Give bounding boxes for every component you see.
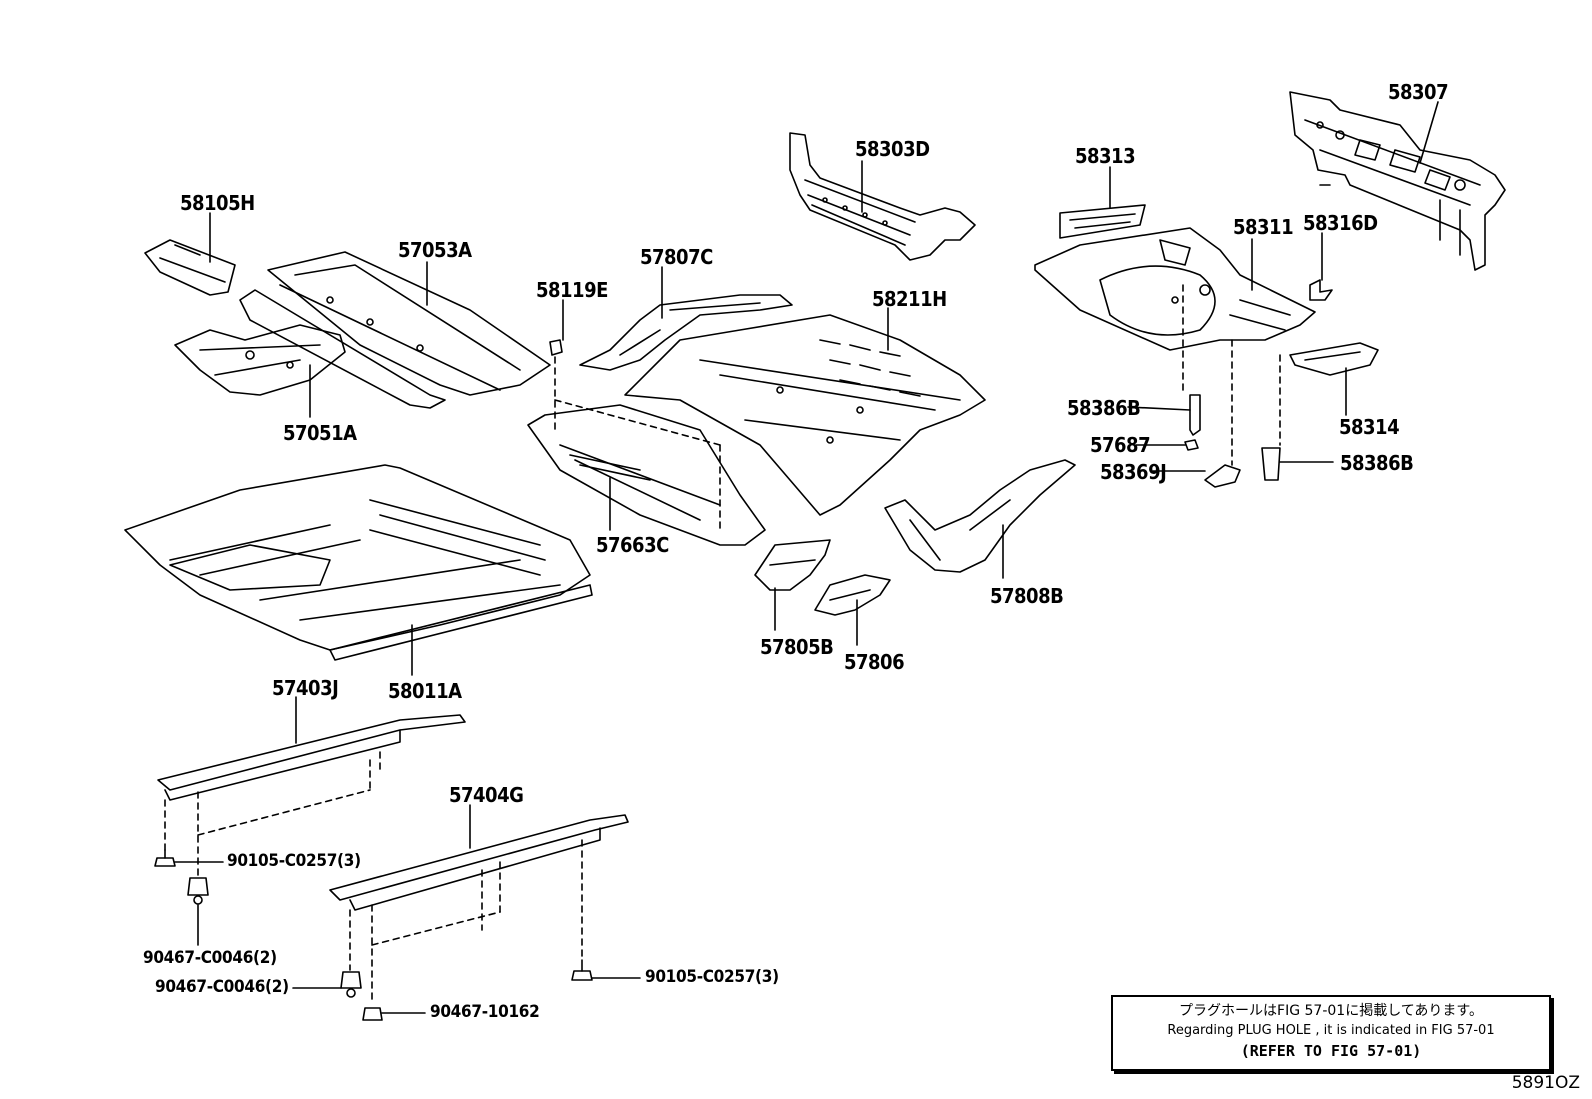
part-57403J-shape xyxy=(157,714,466,801)
bolt-90105-left xyxy=(154,849,176,867)
label-58386B-2: 58386B xyxy=(1340,451,1414,475)
label-58313: 58313 xyxy=(1075,144,1136,168)
part-57808B-shape xyxy=(884,459,1076,573)
label-58386B-1: 58386B xyxy=(1067,396,1141,420)
label-58314: 58314 xyxy=(1339,415,1400,439)
leader-58386B-1 xyxy=(1127,406,1191,411)
label-57805B: 57805B xyxy=(760,635,834,659)
label-58307: 58307 xyxy=(1388,80,1449,104)
label-58316D: 58316D xyxy=(1303,211,1378,235)
part-57806-shape xyxy=(814,574,891,616)
label-57053A: 57053A xyxy=(398,238,472,262)
label-57808B: 57808B xyxy=(990,584,1064,608)
label-90467-C0046-b: 90467-C0046(2) xyxy=(155,977,289,997)
label-57663C: 57663C xyxy=(596,533,669,557)
part-58369J-shape xyxy=(1204,464,1241,488)
label-57687: 57687 xyxy=(1090,433,1151,457)
nut-90467-lower xyxy=(340,971,362,998)
label-58105H: 58105H xyxy=(180,191,255,215)
bolt-90105-right xyxy=(571,959,593,981)
part-58011A-shape xyxy=(124,464,593,661)
part-57051A-shape xyxy=(174,324,346,396)
part-58314-shape xyxy=(1289,342,1379,376)
part-58311-shape xyxy=(1034,227,1316,351)
label-57051A: 57051A xyxy=(283,421,357,445)
part-58386B-shape xyxy=(1189,394,1201,436)
figure-code: 5891OZ xyxy=(1511,1073,1580,1093)
label-58211H: 58211H xyxy=(872,287,947,311)
label-58369J: 58369J xyxy=(1100,460,1167,484)
label-58011A: 58011A xyxy=(388,679,462,703)
label-90467-C0046-a: 90467-C0046(2) xyxy=(143,948,277,968)
label-90467-10162: 90467-10162 xyxy=(430,1002,540,1022)
dashed-guides-57404G xyxy=(349,839,583,1001)
part-58211H-shape xyxy=(624,314,986,516)
dashed-guides-rear xyxy=(1182,284,1281,466)
note-japanese-text: プラグホールはFIG 57-01に掲載してあります。 xyxy=(1179,1003,1483,1019)
dashed-guides-57403J xyxy=(164,751,381,876)
part-57805B-shape xyxy=(754,539,831,591)
label-57404G: 57404G xyxy=(449,783,524,807)
label-58303D: 58303D xyxy=(855,137,930,161)
label-90105-C0257-b: 90105-C0257(3) xyxy=(645,967,779,987)
part-58316D-shape xyxy=(1309,279,1333,301)
part-58386B-2-shape xyxy=(1261,447,1281,481)
part-58105H-shape xyxy=(144,239,236,296)
nut-90467-upper xyxy=(187,877,209,905)
part-57807C-shape xyxy=(579,294,793,371)
part-57687-shape xyxy=(1184,439,1199,451)
label-57807C: 57807C xyxy=(640,245,713,269)
plug-hole-note: プラグホールはFIG 57-01に掲載してあります。 Regarding PLU… xyxy=(1111,995,1551,1071)
part-58119E-shape xyxy=(549,339,563,356)
label-58311: 58311 xyxy=(1233,215,1294,239)
label-57806: 57806 xyxy=(844,650,905,674)
leader-58307 xyxy=(1419,101,1439,164)
label-57403J: 57403J xyxy=(272,676,339,700)
part-57663C-shape xyxy=(527,404,766,546)
part-58313-shape xyxy=(1059,204,1146,239)
label-58119E: 58119E xyxy=(536,278,608,302)
note-reference: (REFER TO FIG 57-01) xyxy=(1240,1042,1422,1060)
dashed-guides-center xyxy=(554,399,721,531)
part-57404G-shape xyxy=(329,814,629,911)
note-english-text: Regarding PLUG HOLE , it is indicated in… xyxy=(1167,1023,1495,1038)
part-58307-shape xyxy=(1289,91,1506,271)
part-57053A-shape xyxy=(239,251,551,409)
part-58303D-shape xyxy=(789,132,976,261)
label-90105-C0257-a: 90105-C0257(3) xyxy=(227,851,361,871)
clip-90467-10162 xyxy=(362,1007,383,1021)
